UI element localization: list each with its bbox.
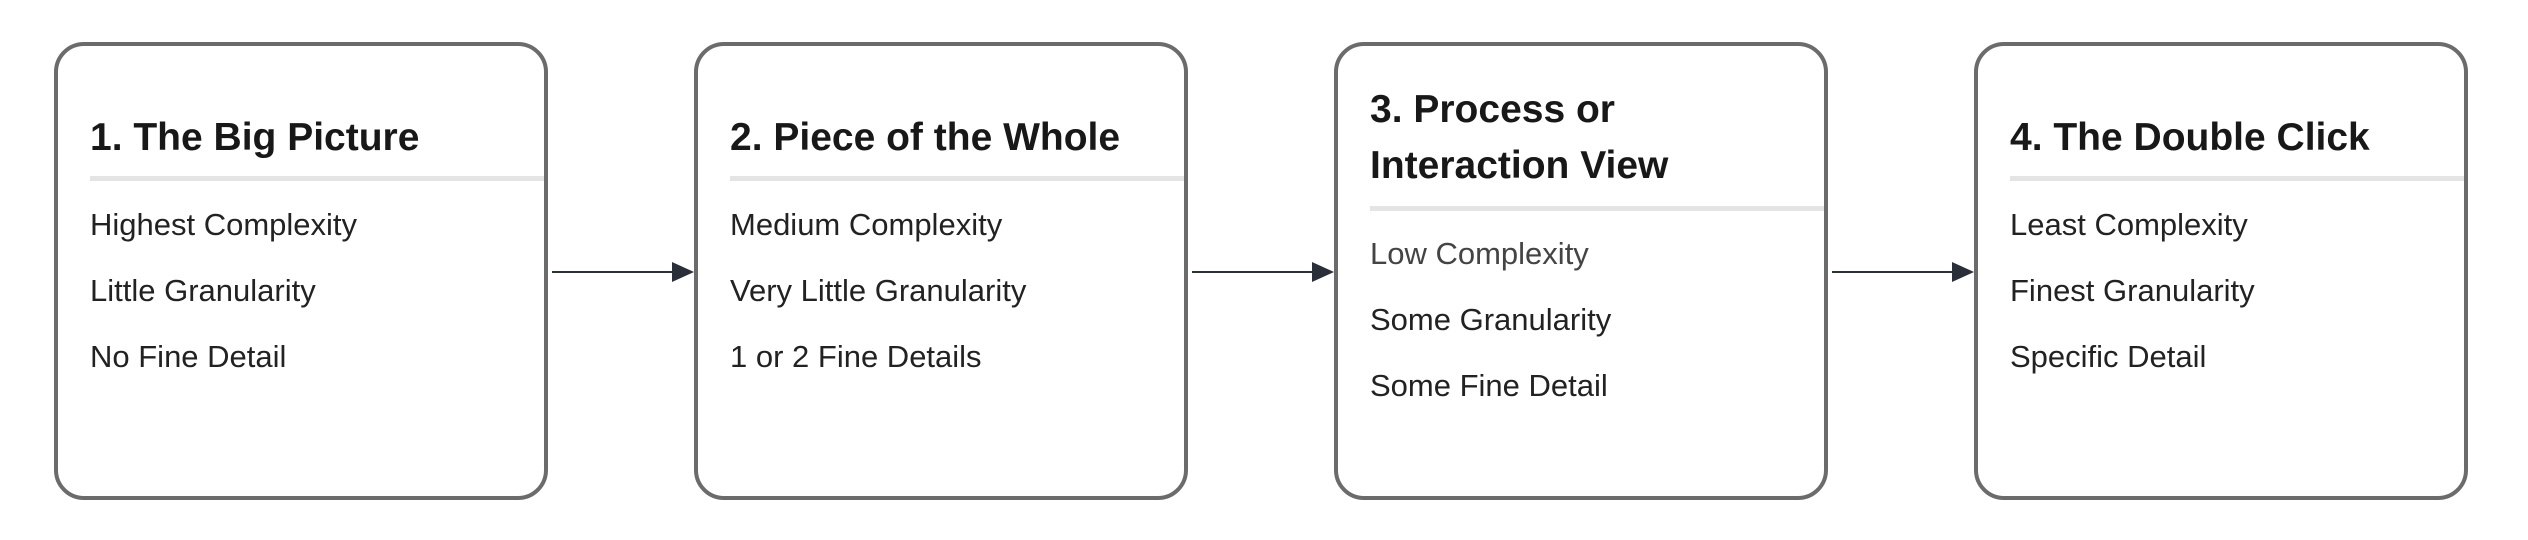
list-item: Finest Granularity [2010, 273, 2255, 308]
list-item: Some Granularity [1370, 302, 1612, 337]
title-divider [2010, 176, 2464, 181]
step-title: 1. The Big Picture [90, 116, 420, 159]
arrow-2-to-3 [1192, 262, 1334, 282]
list-item: Least Complexity [2010, 207, 2248, 242]
list-item: 1 or 2 Fine Details [730, 339, 982, 374]
arrow-head-icon [1952, 262, 1974, 282]
title-divider [730, 176, 1184, 181]
list-item: Very Little Granularity [730, 273, 1027, 308]
list-item: Medium Complexity [730, 207, 1003, 242]
arrow-1-to-2 [552, 262, 694, 282]
list-item: Little Granularity [90, 273, 316, 308]
step-title: 4. The Double Click [2010, 116, 2370, 159]
step-card-1: 1. The Big Picture Highest Complexity Li… [54, 42, 548, 500]
list-item: Low Complexity [1370, 236, 1589, 271]
step-detail-list: Highest Complexity Little Granularity No… [90, 206, 536, 404]
step-card-3: 3. Process or Interaction View Low Compl… [1334, 42, 1828, 500]
arrow-head-icon [672, 262, 694, 282]
step-card-2: 2. Piece of the Whole Medium Complexity … [694, 42, 1188, 500]
step-detail-list: Least Complexity Finest Granularity Spec… [2010, 206, 2456, 404]
arrow-head-icon [1312, 262, 1334, 282]
step-card-4: 4. The Double Click Least Complexity Fin… [1974, 42, 2468, 500]
step-title: 3. Process or Interaction View [1370, 88, 1669, 187]
list-item: Some Fine Detail [1370, 368, 1608, 403]
title-divider [1370, 206, 1824, 211]
title-divider [90, 176, 544, 181]
list-item: Specific Detail [2010, 339, 2207, 374]
list-item: Highest Complexity [90, 207, 358, 242]
list-item: No Fine Detail [90, 339, 287, 374]
arrow-3-to-4 [1832, 262, 1974, 282]
step-detail-list: Medium Complexity Very Little Granularit… [730, 206, 1176, 404]
step-title: 2. Piece of the Whole [730, 116, 1121, 159]
step-detail-list: Low Complexity Some Granularity Some Fin… [1370, 235, 1816, 433]
